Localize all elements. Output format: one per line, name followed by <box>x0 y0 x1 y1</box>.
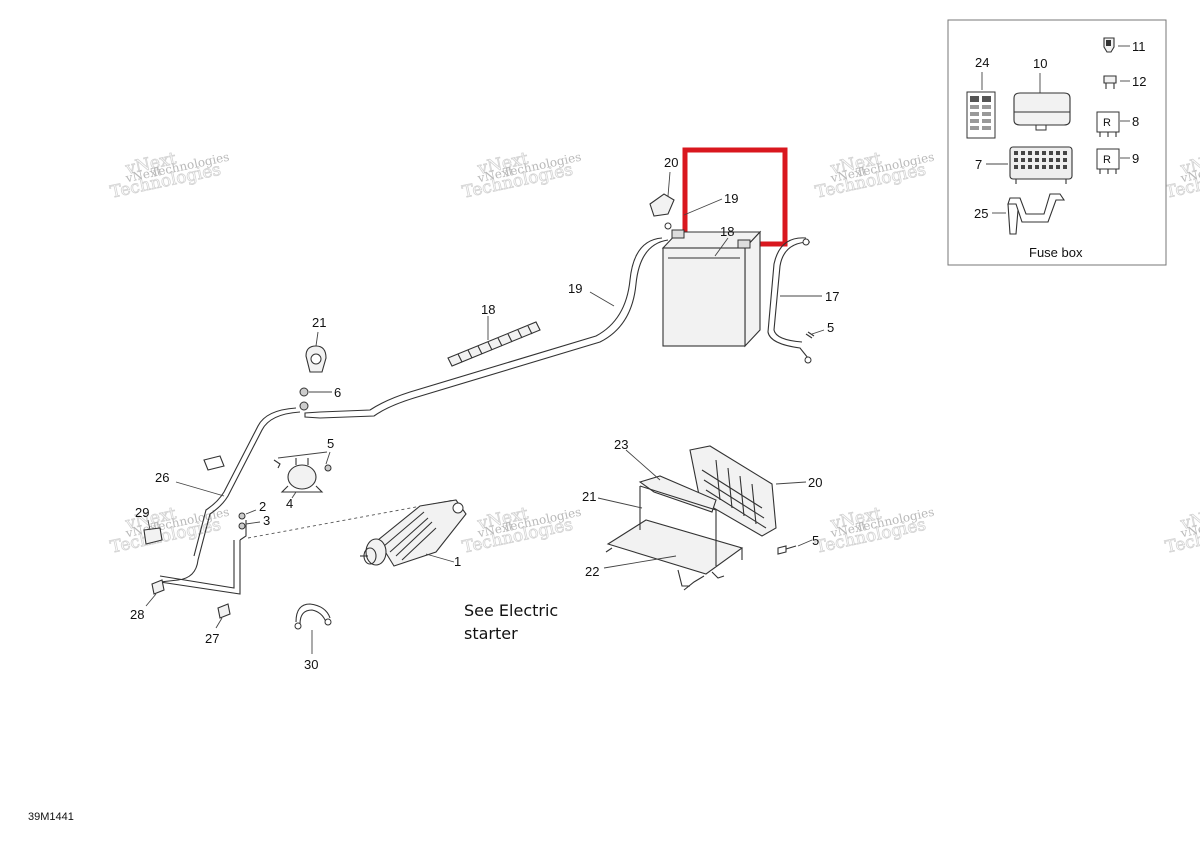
inset-label-9: 9 <box>1132 151 1139 166</box>
fuse-box-body <box>1009 146 1073 184</box>
battery-cover <box>689 445 777 537</box>
battery <box>661 229 762 348</box>
inset-label-11: 11 <box>1132 39 1146 54</box>
starter-note-line1: See Electric <box>464 601 558 620</box>
inset-label-10: 10 <box>1033 56 1047 71</box>
callout-26: 26 <box>155 470 169 485</box>
callout-15: 19 <box>568 281 582 296</box>
callout-5b: 5 <box>327 436 334 451</box>
solenoid-wire <box>159 407 301 595</box>
callout-3: 3 <box>263 513 270 528</box>
inset-label-25: 25 <box>974 206 988 221</box>
watermark-layer: vNext Technologies vNext Technologies vN… <box>108 148 1200 558</box>
fastener-icon <box>217 603 231 619</box>
blade-fuse-icon <box>1103 75 1117 89</box>
callout-27: 27 <box>205 631 219 646</box>
callout-5c: 5 <box>812 533 819 548</box>
callout-23: 23 <box>614 437 628 452</box>
callout-19: 19 <box>724 191 738 206</box>
nut-icon <box>299 387 309 411</box>
inset-label-7: 7 <box>975 157 982 172</box>
inset-frame <box>947 19 1167 266</box>
terminal-cap <box>649 193 675 230</box>
bolt-icon <box>273 459 332 472</box>
watermark: vNext Technologies vNext Technologies <box>813 148 935 203</box>
terminal-boot <box>305 345 327 373</box>
relay-icon: R <box>1096 111 1120 137</box>
mini-fuse-icon <box>1103 37 1115 53</box>
callout-2: 2 <box>259 499 266 514</box>
callout-16: 20 <box>664 155 678 170</box>
relay-icon: R <box>1096 148 1120 174</box>
ground-strap <box>294 603 332 630</box>
callout-20: 20 <box>808 475 822 490</box>
callout-14: 18 <box>481 302 495 317</box>
cable-sleeve <box>447 321 541 367</box>
callout-21: 21 <box>582 489 596 504</box>
callout-28: 28 <box>130 607 144 622</box>
starter-note-line2: starter <box>464 624 518 643</box>
cable-clip <box>143 527 163 545</box>
fuse-box-bracket <box>1007 193 1066 235</box>
callout-4: 4 <box>286 496 293 511</box>
watermark: vNext Technologies vNext Technologies <box>108 503 230 558</box>
fuse-label-card <box>966 91 996 139</box>
negative-cable <box>767 237 812 364</box>
callout-17: 21 <box>312 315 326 330</box>
watermark: vNext Technologies vNext Technologies <box>108 148 230 203</box>
positive-cable <box>304 237 669 419</box>
starter-solenoid <box>203 455 324 493</box>
inset-label-12: 12 <box>1132 74 1146 89</box>
callout-6: 6 <box>334 385 341 400</box>
inset-label-24: 24 <box>975 55 989 70</box>
fastener-icon <box>151 579 165 595</box>
fuse-box-inset: 24 10 11 <box>947 19 1167 266</box>
watermark: vNext Technologies vNext <box>1163 503 1200 558</box>
bolt-icon <box>805 331 815 339</box>
diagram-code: 39M1441 <box>28 811 74 823</box>
inset-caption: Fuse box <box>1029 245 1083 260</box>
callout-22: 22 <box>585 564 599 579</box>
callout-5a: 5 <box>827 320 834 335</box>
svg-text:R: R <box>1103 117 1111 129</box>
callout-1: 1 <box>454 554 461 569</box>
watermark: vNext Technologies vNext Technologies <box>460 148 582 203</box>
callout-29: 29 <box>135 505 149 520</box>
callout-13: 17 <box>825 289 839 304</box>
svg-text:R: R <box>1103 154 1111 166</box>
watermark: vNext Technologies vNext Technologies <box>813 503 935 558</box>
starter-motor <box>360 499 467 567</box>
callout-18: 18 <box>720 224 734 239</box>
callout-30: 30 <box>304 657 318 672</box>
watermark: vNext Technologies vNext Technologies <box>460 503 582 558</box>
fuse-box-cover <box>1013 92 1071 131</box>
inset-label-8: 8 <box>1132 114 1139 129</box>
bolt-icon <box>777 545 797 555</box>
